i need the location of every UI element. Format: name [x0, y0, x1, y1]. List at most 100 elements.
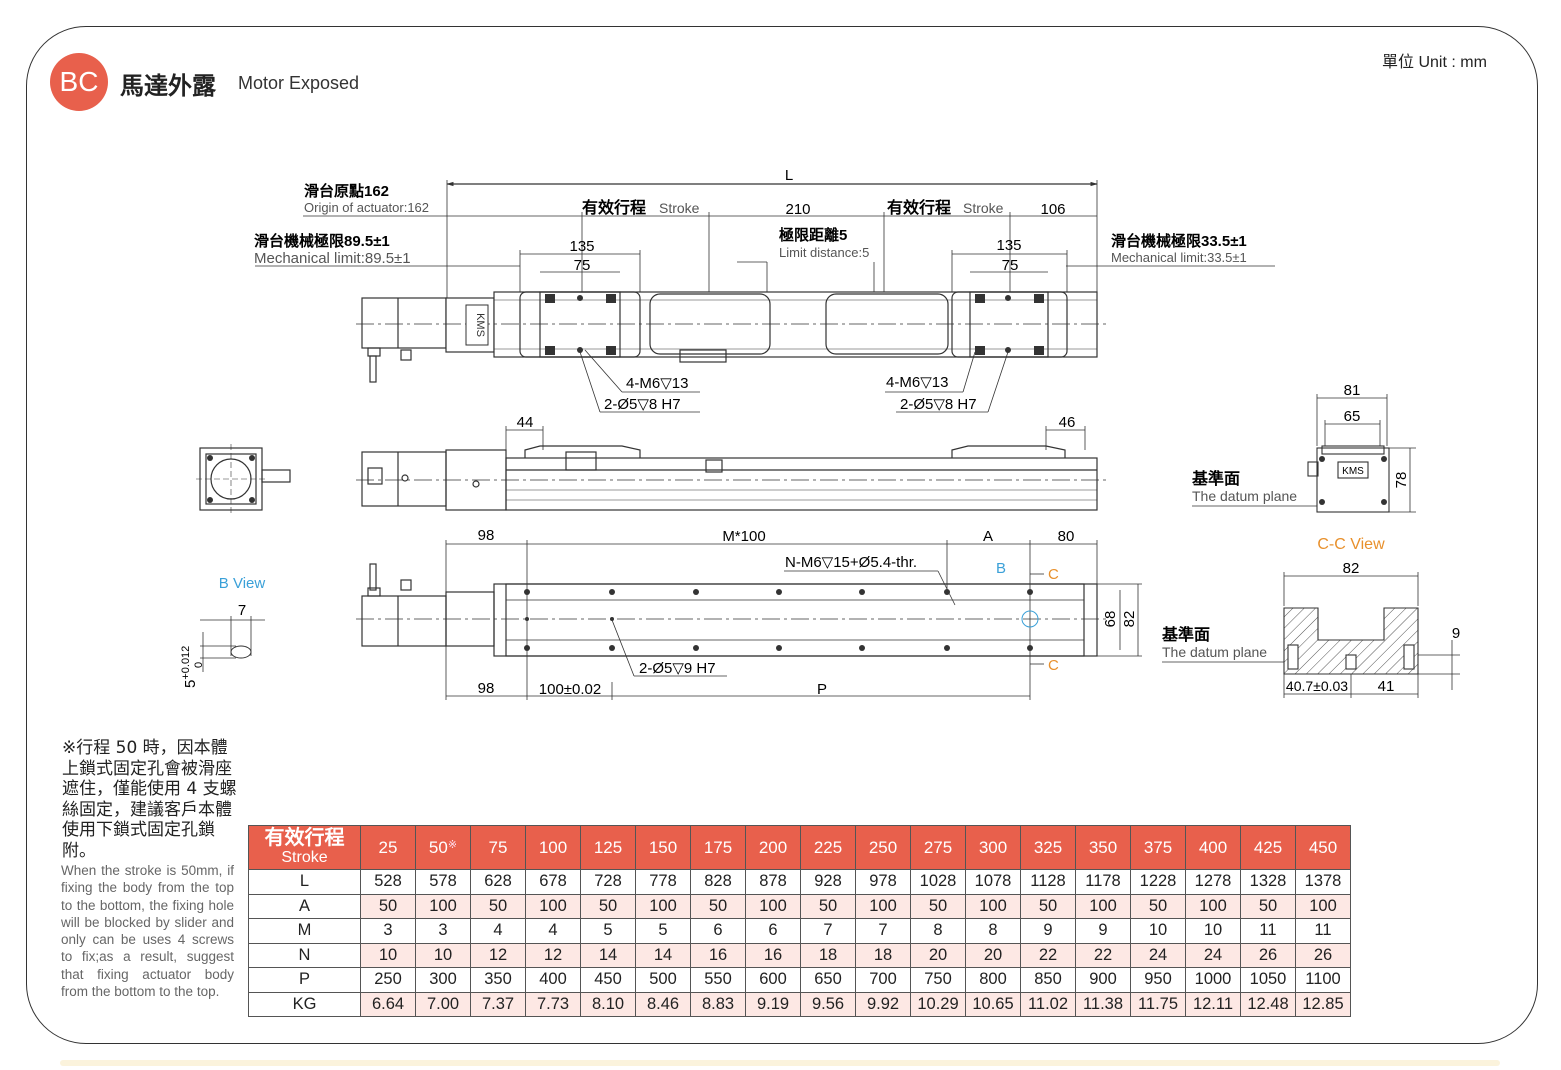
table-cell: 20: [910, 942, 966, 968]
bottom-holes: [524, 589, 1033, 651]
table-cell: 1000: [1185, 967, 1241, 993]
stroke-header-75: 75: [470, 825, 526, 870]
table-cell: 928: [800, 869, 856, 895]
dim-44: 44: [517, 414, 534, 431]
table-cell: 450: [580, 967, 636, 993]
table-cell: 6: [690, 918, 746, 944]
stroke-header-375: 375: [1130, 825, 1186, 870]
side-view: [356, 426, 1110, 511]
hole-pin-right: 2-Ø5▽8 H7: [900, 396, 977, 413]
table-cell: 300: [415, 967, 471, 993]
stroke-en-left: Stroke: [659, 200, 700, 216]
table-cell: 8.46: [635, 991, 691, 1017]
stroke-header-300: 300: [965, 825, 1021, 870]
end-view-right: [1192, 394, 1416, 513]
table-cell: 12.48: [1240, 991, 1296, 1017]
table-cell: 11.02: [1020, 991, 1076, 1017]
table-cell: 978: [855, 869, 911, 895]
dim-40-7: 40.7±0.03: [1286, 678, 1348, 694]
stroke-header-175: 175: [690, 825, 746, 870]
table-cell: 16: [745, 942, 801, 968]
table-cell: 100: [745, 893, 801, 919]
row-label: KG: [248, 991, 361, 1017]
table-cell: 9.19: [745, 991, 801, 1017]
mech-left-cn: 滑台機械極限89.5±1: [254, 232, 390, 250]
dim-135-right: 135: [996, 237, 1021, 254]
dim-82-cc: 82: [1343, 560, 1360, 577]
dim-100: 100±0.02: [539, 681, 601, 698]
dim-106: 106: [1040, 201, 1065, 218]
table-cell: 22: [1020, 942, 1076, 968]
dim-A: A: [983, 528, 993, 545]
table-cell: 12: [525, 942, 581, 968]
table-cell: 50: [690, 893, 746, 919]
table-cell: 7.73: [525, 991, 581, 1017]
table-cell: 1050: [1240, 967, 1296, 993]
table-cell: 100: [1185, 893, 1241, 919]
table-cell: 600: [745, 967, 801, 993]
table-cell: 800: [965, 967, 1021, 993]
table-cell: 100: [525, 893, 581, 919]
table-cell: 6: [745, 918, 801, 944]
table-cell: 1328: [1240, 869, 1296, 895]
table-cell: 11.38: [1075, 991, 1131, 1017]
dim-75-right: 75: [1002, 257, 1019, 274]
thread-note: N-M6▽15+Ø5.4-thr.: [785, 554, 917, 571]
mech-right-en: Mechanical limit:33.5±1: [1111, 250, 1247, 265]
table-cell: 778: [635, 869, 691, 895]
bottom-view: [356, 540, 1142, 700]
table-cell: 750: [910, 967, 966, 993]
table-cell: 678: [525, 869, 581, 895]
table-cell: 100: [1075, 893, 1131, 919]
stroke-header-400: 400: [1185, 825, 1241, 870]
table-cell: 4: [525, 918, 581, 944]
table-cell: 7: [800, 918, 856, 944]
table-cell: 50: [360, 893, 416, 919]
table-cell: 700: [855, 967, 911, 993]
table-cell: 14: [580, 942, 636, 968]
table-cell: 100: [1295, 893, 1351, 919]
dim-41: 41: [1378, 678, 1395, 695]
table-cell: 26: [1295, 942, 1351, 968]
limit-cn: 極限距離5: [778, 226, 847, 244]
dim-82: 82: [1121, 611, 1138, 628]
origin-en-label: Origin of actuator:162: [304, 200, 429, 215]
stroke-header-cn: 有效行程: [264, 826, 345, 849]
table-cell: 10: [1185, 918, 1241, 944]
dim-46: 46: [1059, 414, 1076, 431]
table-cell: 1100: [1295, 967, 1351, 993]
table-cell: 10.29: [910, 991, 966, 1017]
table-cell: 850: [1020, 967, 1076, 993]
table-cell: 14: [635, 942, 691, 968]
table-cell: 11: [1295, 918, 1351, 944]
table-cell: 8.10: [580, 991, 636, 1017]
table-cell: 1078: [965, 869, 1021, 895]
table-cell: 528: [360, 869, 416, 895]
table-cell: 8.83: [690, 991, 746, 1017]
table-cell: 50: [800, 893, 856, 919]
table-cell: 16: [690, 942, 746, 968]
table-cell: 1378: [1295, 869, 1351, 895]
stroke-en-right: Stroke: [963, 200, 1004, 216]
title-english: Motor Exposed: [238, 73, 360, 93]
stroke-header-350: 350: [1075, 825, 1131, 870]
stroke-header-450: 450: [1295, 825, 1351, 870]
note-english: When the stroke is 50mm, if fixing the b…: [61, 863, 234, 1000]
dim-80: 80: [1058, 528, 1075, 545]
table-cell: 650: [800, 967, 856, 993]
table-cell: 18: [800, 942, 856, 968]
stroke-cn-right: 有效行程: [887, 198, 951, 217]
stroke-header-150: 150: [635, 825, 691, 870]
table-cell: 12.85: [1295, 991, 1351, 1017]
table-cell: 9.56: [800, 991, 856, 1017]
dim-210: 210: [785, 201, 810, 218]
stroke-header-50: 50※: [415, 825, 471, 870]
logo-end: KMS: [1342, 466, 1364, 477]
section-badge: BC: [50, 53, 108, 111]
table-cell: 22: [1075, 942, 1131, 968]
table-cell: 11: [1240, 918, 1296, 944]
table-cell: 50: [1020, 893, 1076, 919]
svg-text:KMS: KMS: [474, 313, 486, 337]
